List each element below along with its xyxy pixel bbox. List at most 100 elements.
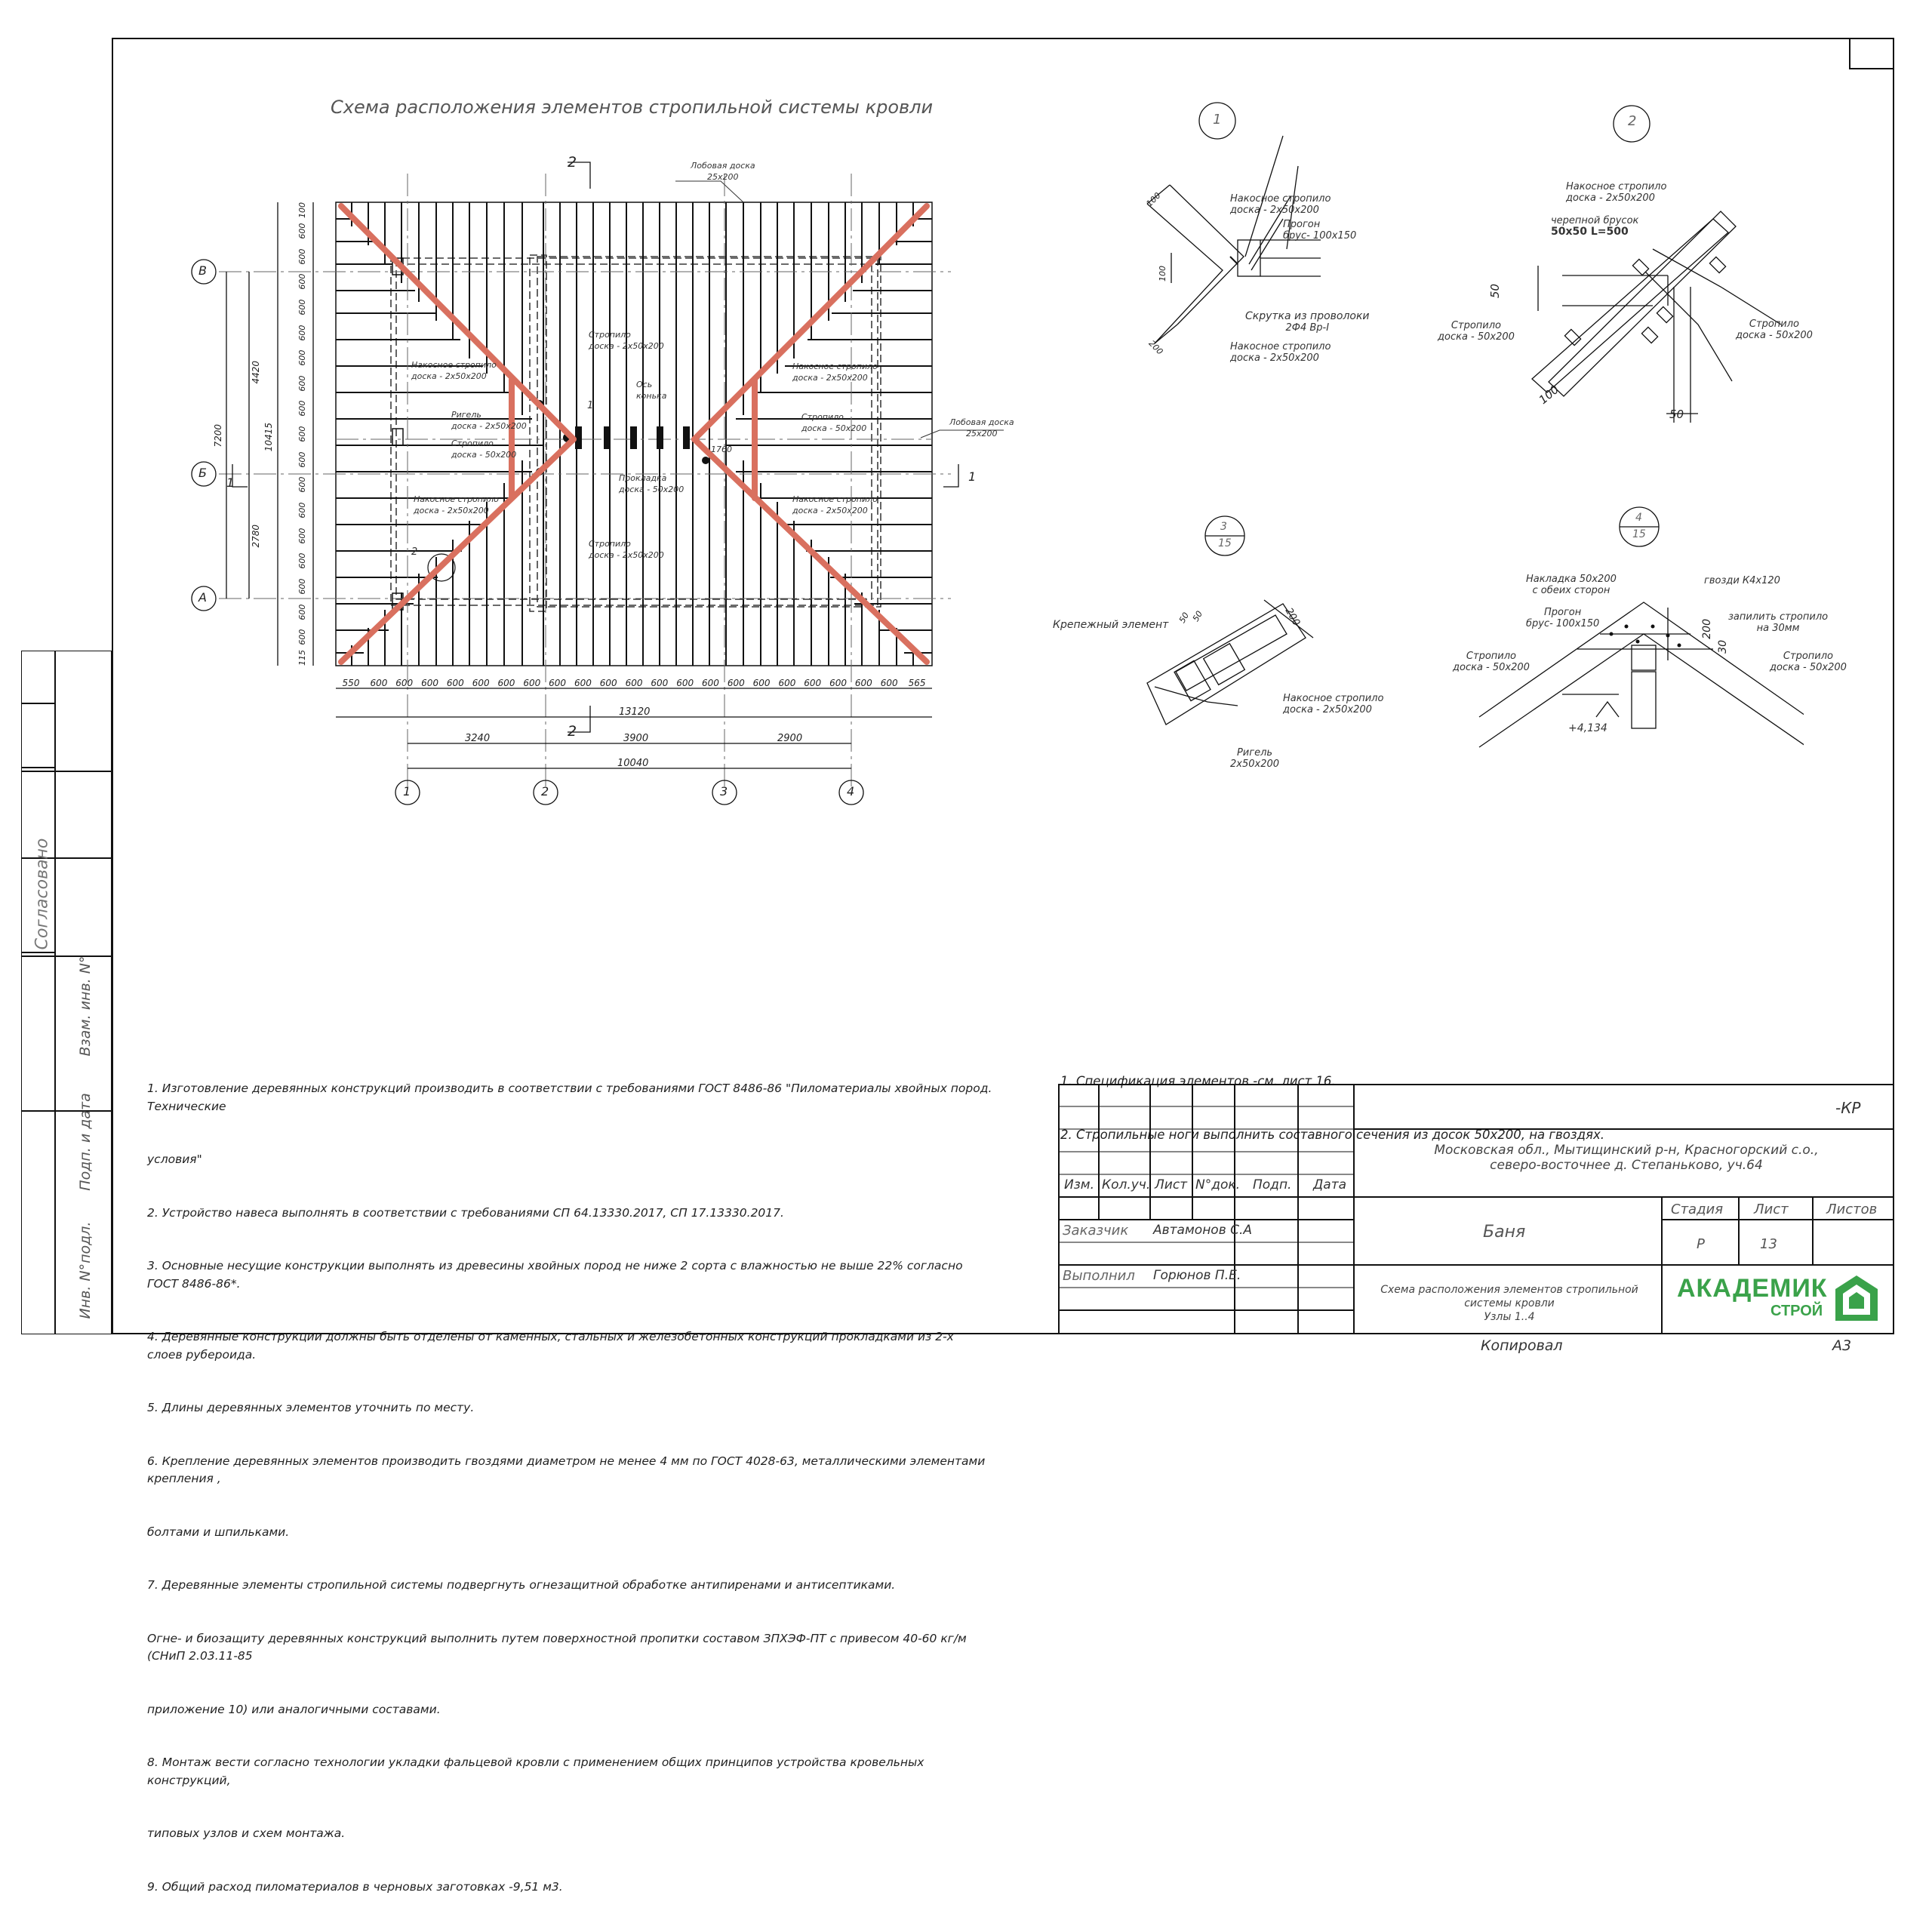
dim-axis-1-2: 3240	[465, 733, 491, 744]
tb-sheet: 13	[1760, 1236, 1777, 1252]
post-marks	[392, 257, 404, 611]
dim-left: 600	[297, 528, 307, 544]
tb-copied: Копировал	[1481, 1337, 1563, 1354]
dim-axes-total: 10040	[617, 758, 649, 769]
section-mark-bottom: 2	[568, 723, 577, 740]
node3-drawing	[1146, 515, 1314, 725]
note-line: 8. Монтаж вести согласно технологии укла…	[147, 1756, 928, 1787]
axis-lines	[219, 174, 951, 789]
dim-bottom: 600	[625, 678, 643, 688]
dim-bottom: 600	[702, 678, 719, 688]
side-agreed: Согласовано	[32, 838, 52, 950]
note-line: типовых узлов и схем монтажа.	[147, 1826, 346, 1840]
rafters-horizontal-left	[336, 218, 543, 654]
dim-left: 100	[297, 202, 307, 218]
dim-bottom: 600	[676, 678, 694, 688]
dim-left: 600	[297, 223, 307, 239]
dim-left-axis-lower: 2780	[251, 525, 261, 548]
axis-bubble-a	[191, 586, 217, 611]
dim-bottom: 600	[549, 678, 567, 688]
dim-left: 600	[297, 349, 307, 366]
rafters-horizontal-right	[726, 218, 932, 654]
dim-left-total: 10415	[263, 423, 274, 452]
axis-label-1: 1	[403, 784, 411, 799]
roof-plan	[191, 162, 1004, 805]
dim-left: 600	[297, 375, 307, 392]
tb-header-podp: Подп.	[1253, 1177, 1292, 1192]
section-mark-top: 2	[568, 154, 577, 171]
node2-dim-a: 50	[1488, 284, 1502, 299]
dim-left: 600	[297, 603, 307, 620]
dim-bottom: 600	[523, 678, 541, 688]
dim-bottom: 600	[651, 678, 669, 688]
node3-num: 3	[1220, 521, 1227, 533]
dim-bottom: 600	[574, 678, 592, 688]
dim-left-axis-upper: 4420	[251, 361, 261, 384]
note-line: 2. Стропильные ноги выполнить составного…	[1060, 1127, 1604, 1142]
note-line: 7. Деревянные элементы стропильной систе…	[147, 1578, 896, 1592]
dim-left: 600	[297, 502, 307, 519]
node1-num: 1	[1213, 112, 1222, 128]
dim-axis-3-4: 2900	[777, 733, 803, 744]
dim-bottom: 600	[778, 678, 796, 688]
callout-node2: 2	[411, 546, 418, 558]
dim-total-bottom: 13120	[619, 706, 651, 718]
drawing-title: Схема расположения элементов стропильной…	[331, 97, 934, 118]
dim-bottom: 600	[880, 678, 898, 688]
tb-sheets-label: Листов	[1826, 1202, 1878, 1217]
dim-left: 600	[297, 273, 307, 290]
tb-address: Московская обл., Мытищинский р-н, Красно…	[1434, 1143, 1819, 1173]
note-line: 6. Крепление деревянных элементов произв…	[147, 1454, 989, 1486]
dim-left-axes-total: 7200	[213, 424, 223, 448]
axis-bubble-1	[395, 780, 420, 805]
tb-customer-role: Заказчик	[1063, 1223, 1129, 1239]
dim-left: 115	[297, 649, 307, 666]
tb-stage-label: Стадия	[1671, 1202, 1724, 1217]
logo-main-text: АКАДЕМИК	[1677, 1274, 1828, 1303]
tb-code: -КР	[1835, 1099, 1861, 1117]
dim-left: 600	[297, 578, 307, 595]
tb-customer-name: Автамонов С.А	[1153, 1223, 1253, 1238]
axis-bubble-3	[712, 780, 737, 805]
dim-left: 600	[297, 629, 307, 645]
axis-bubble-2	[533, 780, 558, 805]
hip-rafters	[338, 203, 930, 665]
dim-left: 600	[297, 476, 307, 493]
tb-object: Баня	[1483, 1223, 1526, 1242]
note-line: 4. Деревянные конструкции должны быть от…	[147, 1330, 958, 1362]
tb-performer-name: Горюнов П.Е.	[1153, 1268, 1241, 1283]
dim-bottom: 600	[752, 678, 771, 688]
note-line: условия"	[147, 1152, 202, 1166]
side-sign-date: Подп. и дата	[77, 1093, 94, 1191]
dim-left: 600	[297, 451, 307, 468]
node3-fastener: Крепежный элемент	[1053, 619, 1169, 631]
dim-left: 600	[297, 400, 307, 417]
note-line: 5. Длины деревянных элементов уточнить п…	[147, 1401, 475, 1414]
callout-node1: 1	[587, 400, 594, 411]
callout-dim-1760: 1760	[711, 445, 732, 454]
dim-left: 600	[297, 426, 307, 442]
node2-drawing	[1531, 105, 1782, 423]
note-line: болтами и шпильками.	[147, 1525, 290, 1539]
company-logo: АКАДЕМИК СТРОЙ	[1674, 1271, 1885, 1327]
tb-performer-role: Выполнил	[1063, 1268, 1135, 1284]
section-mark-right: 1	[968, 469, 977, 484]
axis-label-2: 2	[541, 784, 549, 799]
node4-nails: гвозди К4х120	[1704, 575, 1780, 586]
note-line: 3. Основные несущие конструкции выполнят…	[147, 1259, 967, 1291]
dim-bottom: 600	[446, 678, 464, 688]
axis-label-v: В	[198, 263, 207, 278]
drawing-frame	[112, 38, 1894, 1334]
